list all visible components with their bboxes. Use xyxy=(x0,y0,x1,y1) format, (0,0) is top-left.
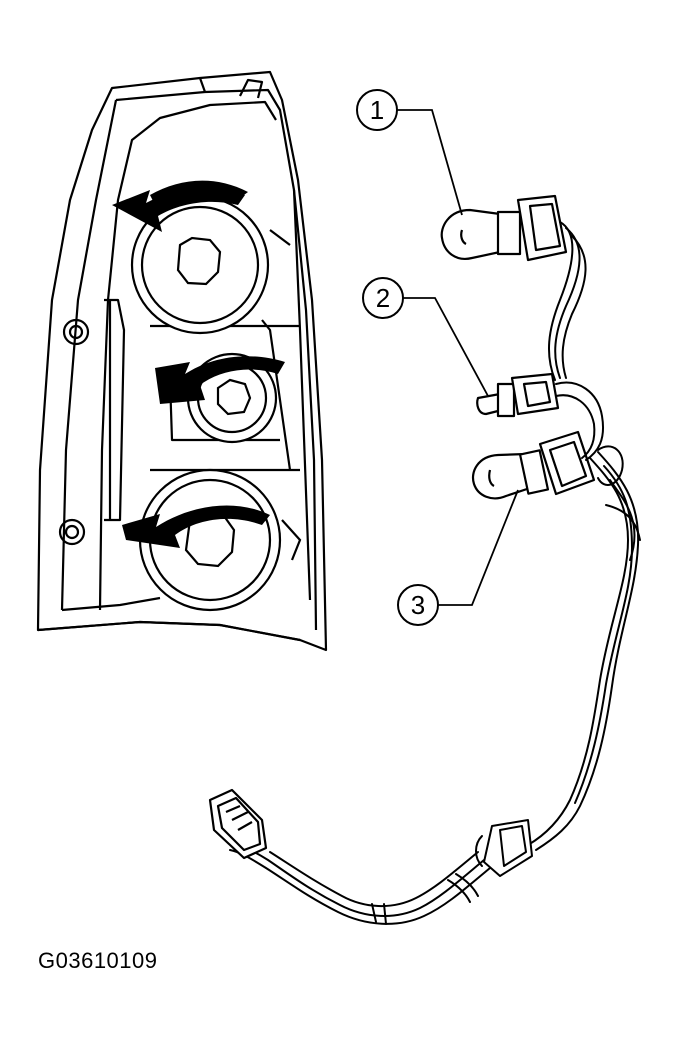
callout-2: 2 xyxy=(362,277,489,397)
bulb-3 xyxy=(471,430,596,500)
rotate-arrow-bottom xyxy=(122,505,270,548)
callout-1-label: 1 xyxy=(370,95,384,125)
rotate-arrow-middle xyxy=(155,356,285,404)
wiring-harness xyxy=(229,221,641,925)
bottom-socket xyxy=(138,468,302,612)
harness-connector xyxy=(208,788,268,860)
figure-code: G03610109 xyxy=(38,948,158,973)
bulb-2 xyxy=(476,372,560,418)
callout-2-label: 2 xyxy=(376,283,390,313)
callout-3: 3 xyxy=(397,489,519,626)
bulb-1 xyxy=(440,194,568,262)
callout-1: 1 xyxy=(356,89,463,216)
callout-3-label: 3 xyxy=(411,590,425,620)
rotate-arrow-top xyxy=(112,180,248,232)
